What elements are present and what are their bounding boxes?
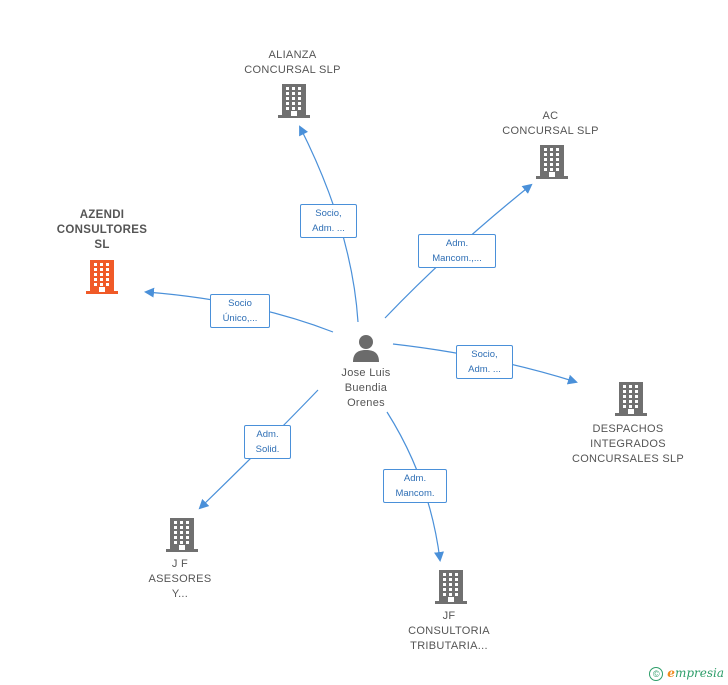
node-line: SL xyxy=(94,239,110,251)
edge-line: Único,... xyxy=(222,313,258,324)
edge-line: Adm. xyxy=(403,473,427,484)
edge-line: Adm. xyxy=(256,429,279,440)
node-line: CONSULTORIA xyxy=(408,625,490,637)
edge-line: Adm. xyxy=(445,238,469,249)
node-label-ac[interactable]: AC CONCURSAL SLP xyxy=(488,109,613,139)
building-icon[interactable] xyxy=(166,518,198,552)
brand-rest: mpresia xyxy=(674,666,724,681)
brand-logo: empresia xyxy=(667,666,724,680)
center-person-label[interactable]: Jose Luis Buendia Orenes xyxy=(316,366,416,411)
edge-line: Adm. ... xyxy=(312,223,345,234)
edge-line: Solid. xyxy=(255,444,280,455)
node-line: INTEGRADOS xyxy=(590,438,666,450)
edge-label-jf-consultoria[interactable]: Adm. Mancom. xyxy=(383,469,447,503)
edge-line: Adm. ... xyxy=(468,364,501,375)
brand-e: e xyxy=(667,666,675,681)
edge-label-despachos[interactable]: Socio, Adm. ... xyxy=(456,345,513,379)
edge-label-ac[interactable]: Adm. Mancom.,... xyxy=(418,234,496,268)
edge-label-jf-asesores[interactable]: Adm. Solid. xyxy=(244,425,291,459)
node-line: AZENDI xyxy=(79,209,125,221)
node-label-jf-asesores[interactable]: J F ASESORES Y... xyxy=(130,557,230,602)
person-icon[interactable] xyxy=(351,333,381,363)
node-label-jf-consultoria[interactable]: JF CONSULTORIA TRIBUTARIA... xyxy=(394,609,504,654)
node-line: CONCURSAL SLP xyxy=(502,125,599,137)
copyright-icon: © xyxy=(649,667,664,681)
edge-line: Mancom.,... xyxy=(432,253,482,264)
node-line: CONCURSAL SLP xyxy=(244,64,341,76)
node-line: CONCURSALES SLP xyxy=(571,453,685,465)
node-label-despachos[interactable]: DESPACHOS INTEGRADOS CONCURSALES SLP xyxy=(562,422,694,467)
center-line: Jose Luis xyxy=(341,367,391,379)
node-line: AC xyxy=(542,110,559,122)
edge-label-alianza[interactable]: Socio, Adm. ... xyxy=(300,204,357,238)
building-icon[interactable] xyxy=(536,145,568,179)
node-line: J F xyxy=(171,558,189,570)
node-line: Y... xyxy=(171,588,189,600)
node-line: ALIANZA xyxy=(268,49,317,61)
building-icon-focus[interactable] xyxy=(86,260,118,294)
node-label-alianza[interactable]: ALIANZA CONCURSAL SLP xyxy=(230,48,355,78)
edge-line: Socio xyxy=(228,298,252,309)
node-label-azendi[interactable]: AZENDI CONSULTORES SL xyxy=(46,208,158,253)
copyright-brand: ©empresia xyxy=(649,666,724,681)
edge-line: Socio, xyxy=(315,208,342,219)
center-line: Orenes xyxy=(347,397,385,409)
edge-line: Mancom. xyxy=(395,488,435,499)
node-line: JF xyxy=(442,610,456,622)
building-icon[interactable] xyxy=(278,84,310,118)
node-line: DESPACHOS xyxy=(592,423,664,435)
center-line: Buendia xyxy=(344,382,388,394)
edge-line: Socio, xyxy=(471,349,498,360)
edge-label-azendi[interactable]: Socio Único,... xyxy=(210,294,270,328)
building-icon[interactable] xyxy=(615,382,647,416)
node-line: CONSULTORES xyxy=(56,224,148,236)
node-line: TRIBUTARIA... xyxy=(410,640,488,652)
building-icon[interactable] xyxy=(435,570,467,604)
node-line: ASESORES xyxy=(148,573,212,585)
